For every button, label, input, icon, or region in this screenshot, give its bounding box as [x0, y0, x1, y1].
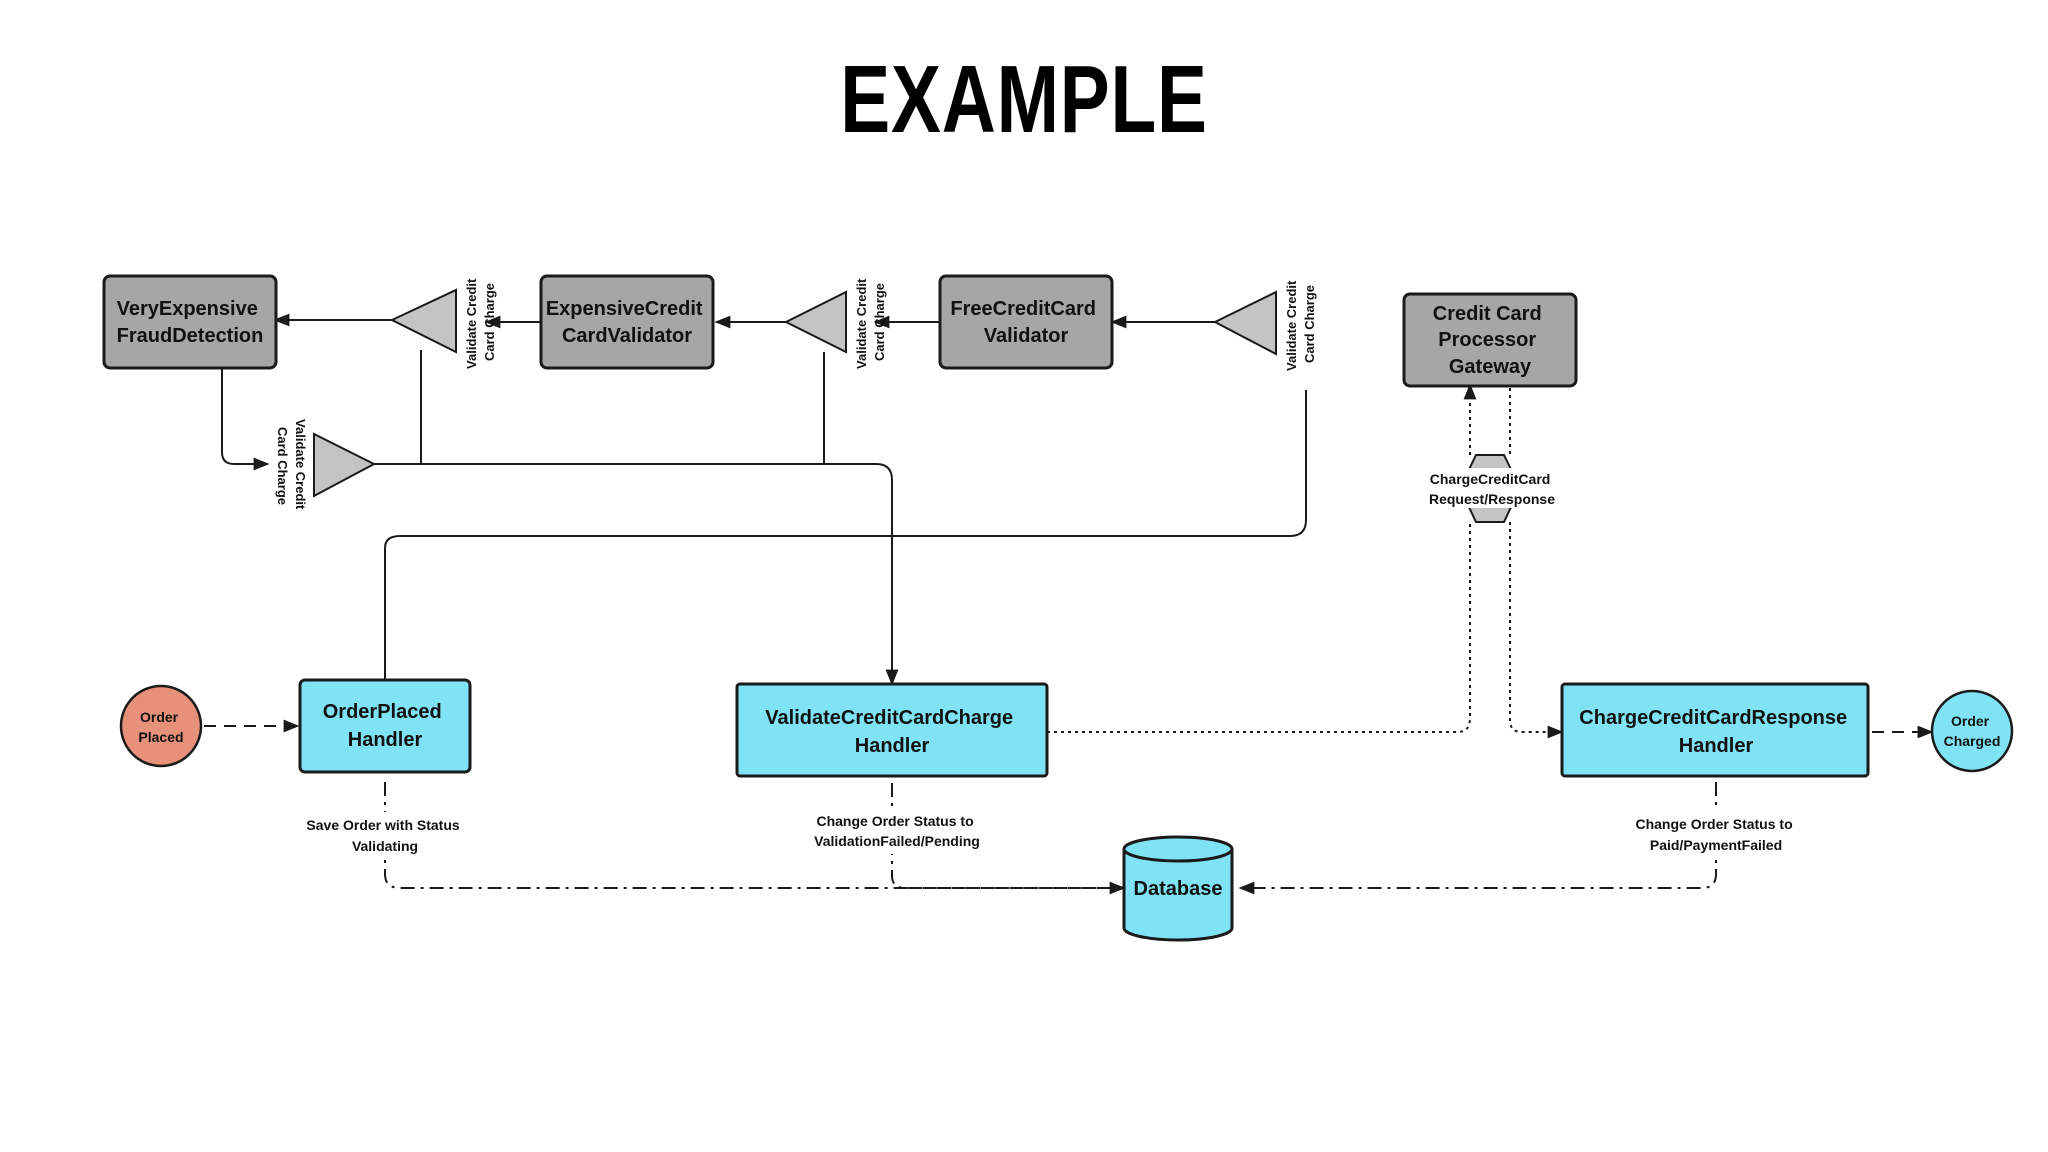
annotation-change-validation-bg [792, 808, 1002, 854]
order-placed-handler-line-1: OrderPlaced [323, 701, 442, 723]
edge-orderplaced-to-db [384, 782, 1126, 895]
charge-channel-label-bg [1420, 468, 1564, 508]
expensive-node-line-1: ExpensiveCredit [546, 298, 703, 320]
fraud-node-line-2: FraudDetection [117, 325, 264, 347]
database-node[interactable]: Database [1122, 835, 1234, 942]
svg-text:ChargeCreditCard Request: ChargeCreditCard Request/Response [1429, 471, 1555, 507]
channel-1-label-2: Card Charge [482, 283, 497, 361]
annotation-save-order-line-2: Validating [352, 838, 418, 854]
svg-text:Validate Credit Card Cha: Validate Credit Card Charge [275, 419, 308, 513]
charge-channel-label-2: Request/Response [1429, 491, 1555, 507]
svg-text:ValidateCreditCardCharge: ValidateCreditCardCharge Handler [765, 707, 1018, 757]
svg-text:FreeCreditCard Validator: FreeCreditCard Validator [950, 298, 1101, 347]
order-placed-event[interactable]: Order Placed [119, 684, 203, 768]
channel-3-label-1: Validate Credit [1284, 280, 1299, 371]
channel-1-label-1: Validate Credit [464, 278, 479, 369]
svg-text:Validate Credit Card Cha: Validate Credit Card Charge [1284, 277, 1317, 371]
free-node-line-1: FreeCreditCard [950, 298, 1096, 320]
database-connectors [384, 782, 1717, 895]
edge-fraud-to-ch4 [221, 368, 270, 471]
svg-text:Save Order with Status V: Save Order with Status Validating [306, 817, 463, 854]
annotation-change-payment-line-2: Paid/PaymentFailed [1650, 837, 1782, 853]
gateway-node-line-2: Processor [1438, 329, 1536, 351]
edge-ch4-to-validate-handler [374, 463, 899, 686]
svg-text:Credit Card Processor: Credit Card Processor Gateway [1433, 303, 1547, 378]
channel-1-shape [389, 288, 457, 354]
fraud-detection-node[interactable]: VeryExpensive FraudDetection [102, 274, 278, 370]
channel-4[interactable]: Validate Credit Card Charge [275, 419, 377, 513]
edge-orderplaced-to-ch3 [384, 390, 1307, 680]
free-node-line-2: Validator [984, 325, 1069, 347]
gateway-node[interactable]: Credit Card Processor Gateway [1402, 292, 1578, 388]
annotation-save-order: Save Order with Status Validating [285, 812, 485, 858]
annotation-save-order-line-1: Save Order with Status [306, 817, 459, 833]
channel-2-label-1: Validate Credit [854, 278, 869, 369]
edge-validate-to-ch5 [1047, 522, 1471, 733]
channel-2-shape [783, 290, 847, 354]
annotation-change-payment-line-1: Change Order Status to [1635, 816, 1792, 832]
channel-2[interactable]: Validate Credit Card Charge [783, 275, 887, 369]
connectors [204, 313, 1934, 739]
validate-handler-line-1: ValidateCreditCardCharge [765, 707, 1013, 729]
annotation-change-validation-line-1: Change Order Status to [816, 813, 973, 829]
svg-text:ChargeCreditCardResponse: ChargeCreditCardResponse Handler [1579, 707, 1852, 757]
expensive-node-line-2: CardValidator [562, 325, 692, 347]
page-title: EXAMPLE [840, 46, 1208, 153]
dotted-connectors [1047, 383, 1564, 739]
charge-response-handler-line-2: Handler [1679, 735, 1754, 757]
svg-text:Validate Credit Card Cha: Validate Credit Card Charge [854, 275, 887, 369]
charge-response-handler-node[interactable]: ChargeCreditCardResponse Handler [1560, 682, 1870, 778]
charge-gateway-channel[interactable]: ChargeCreditCard Request/Response [1420, 454, 1564, 523]
charge-response-handler-line-1: ChargeCreditCardResponse [1579, 707, 1847, 729]
svg-text:VeryExpensive FraudDetec: VeryExpensive FraudDetection [117, 298, 264, 347]
validate-handler-line-2: Handler [855, 735, 930, 757]
fraud-node-line-1: VeryExpensive [117, 298, 258, 320]
channel-3-label-2: Card Charge [1302, 285, 1317, 363]
svg-text:Order Placed: Order Placed [138, 709, 183, 745]
order-charged-event[interactable]: Order Charged [1930, 689, 2014, 773]
svg-text:ExpensiveCredit CardVali: ExpensiveCredit CardValidator [546, 298, 708, 347]
expensive-validator-node[interactable]: ExpensiveCredit CardValidator [539, 274, 715, 370]
annotation-change-validation-line-2: ValidationFailed/Pending [814, 833, 980, 849]
validate-handler-node[interactable]: ValidateCreditCardCharge Handler [735, 682, 1049, 778]
order-placed-event-line-2: Placed [138, 729, 183, 745]
annotation-save-order-bg [285, 812, 485, 858]
channel-2-label-2: Card Charge [872, 283, 887, 361]
channel-4-shape [313, 432, 377, 498]
channel-3[interactable]: Validate Credit Card Charge [1212, 277, 1317, 371]
channel-1[interactable]: Validate Credit Card Charge [389, 275, 497, 369]
svg-text:Order Charged: Order Charged [1944, 713, 2001, 749]
annotation-change-payment-bg [1616, 810, 1816, 856]
order-placed-handler-line-2: Handler [348, 729, 423, 751]
channel-4-label-2: Card Charge [275, 427, 290, 505]
channel-3-shape [1212, 290, 1277, 356]
database-label: Database [1134, 878, 1223, 900]
gateway-node-line-1: Credit Card [1433, 303, 1542, 325]
charge-channel-label-1: ChargeCreditCard [1430, 471, 1551, 487]
order-charged-event-line-2: Charged [1944, 733, 2001, 749]
svg-text:Change Order Status to V: Change Order Status to ValidationFailed/… [814, 813, 980, 849]
edge-response-to-db [1238, 782, 1717, 895]
annotation-change-payment: Change Order Status to Paid/PaymentFaile… [1616, 810, 1816, 856]
edge-validate-to-db [891, 783, 1124, 889]
edge-ch5-to-response [1509, 522, 1564, 739]
svg-text:Validate Credit Card Cha: Validate Credit Card Charge [464, 275, 497, 369]
svg-text:Change Order Status to P: Change Order Status to Paid/PaymentFaile… [1635, 816, 1796, 853]
order-placed-event-line-1: Order [140, 709, 179, 725]
svg-text:OrderPlaced Handler: OrderPlaced Handler [323, 701, 448, 751]
channel-4-label-1: Validate Credit [293, 419, 308, 510]
order-charged-event-line-1: Order [1951, 713, 1990, 729]
free-validator-node[interactable]: FreeCreditCard Validator [938, 274, 1114, 370]
order-placed-handler-node[interactable]: OrderPlaced Handler [298, 678, 472, 774]
annotation-change-validation: Change Order Status to ValidationFailed/… [792, 808, 1002, 854]
gateway-node-line-3: Gateway [1449, 356, 1532, 378]
